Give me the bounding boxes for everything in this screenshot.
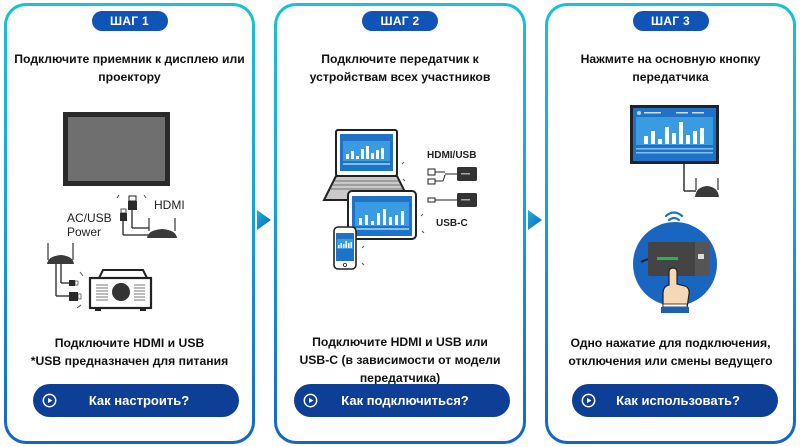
step-headline: Нажмите на основную кнопку передатчика: [580, 52, 761, 84]
step-badge: ШАГ 1: [91, 11, 168, 31]
hdmi-plug-icon: [128, 195, 149, 229]
devices-connect-illustration: HDMI/USB USB-C: [322, 129, 477, 270]
footnote-line: *USB предназначен для питания: [30, 354, 229, 368]
press-button-illustration: [630, 105, 719, 313]
projector-icon: [88, 269, 153, 311]
finger-press-icon: [661, 267, 690, 313]
transmitter-button-icon: [633, 222, 717, 306]
usb-plug-icon: [120, 208, 149, 236]
step-footnote: Подключите HDMI и USB или USB-C (в завис…: [283, 333, 517, 387]
footnote-line: Подключите HDMI и USB: [54, 336, 205, 350]
step-card-2: ШАГ 2 Подключите передатчик к устройства…: [274, 3, 526, 444]
play-circle-icon: [581, 393, 596, 408]
step-badge: ШАГ 3: [632, 11, 709, 31]
ac-usb-label: AC/USB: [67, 211, 112, 225]
next-step-arrow-icon: [257, 210, 271, 230]
footnote-line: Подключите HDMI и USB или: [312, 335, 488, 349]
step-footnote: Одно нажатие для подключения, отключения…: [554, 334, 787, 370]
transmitter-icon: [427, 193, 477, 207]
display-icon: [630, 105, 719, 164]
usb-c-label: USB-C: [436, 218, 468, 229]
footnote-line: USB-C (в зависимости от модели: [299, 353, 501, 367]
power-label: Power: [67, 225, 101, 239]
step-card-1: ШАГ 1 Подключите приемник к дисплею или …: [4, 3, 255, 444]
laptop-icon: [322, 129, 411, 201]
receiver-icon: [47, 243, 82, 301]
phone-icon: [333, 226, 357, 270]
footnote-line: отключения или смены ведущего: [568, 354, 773, 368]
hdmi-label: HDMI: [154, 198, 185, 212]
next-step-arrow-icon: [528, 210, 542, 230]
play-circle-icon: [42, 393, 57, 408]
how-to-setup-button[interactable]: Как настроить?: [33, 384, 239, 417]
step-card-3: ШАГ 3 Нажмите на основную кнопку передат…: [545, 3, 796, 444]
how-to-use-button[interactable]: Как использовать?: [572, 384, 778, 417]
tablet-icon: [347, 190, 417, 240]
footnote-line: Одно нажатие для подключения,: [570, 336, 771, 350]
footnote-line: передатчика): [359, 371, 441, 385]
display-icon: [63, 112, 170, 186]
receiver-icon: [695, 178, 719, 197]
play-circle-icon: [303, 393, 318, 408]
step-headline: Подключите передатчик к устройствам всех…: [309, 52, 491, 84]
how-to-connect-button[interactable]: Как подключиться?: [294, 384, 510, 417]
step-footnote: Подключите HDMI и USB *USB предназначен …: [13, 334, 246, 370]
button-label: Как подключиться?: [341, 393, 469, 408]
hdmi-usb-label: HDMI/USB: [427, 150, 476, 161]
receiver-setup-illustration: HDMI AC/USB Power: [47, 112, 185, 311]
button-label: Как использовать?: [616, 393, 740, 408]
step-headline: Подключите приемник к дисплею или проект…: [14, 52, 245, 84]
step-badge: ШАГ 2: [362, 11, 438, 31]
receiver-icon: [147, 218, 177, 238]
button-label: Как настроить?: [88, 393, 190, 408]
transmitter-icon: [427, 167, 477, 185]
